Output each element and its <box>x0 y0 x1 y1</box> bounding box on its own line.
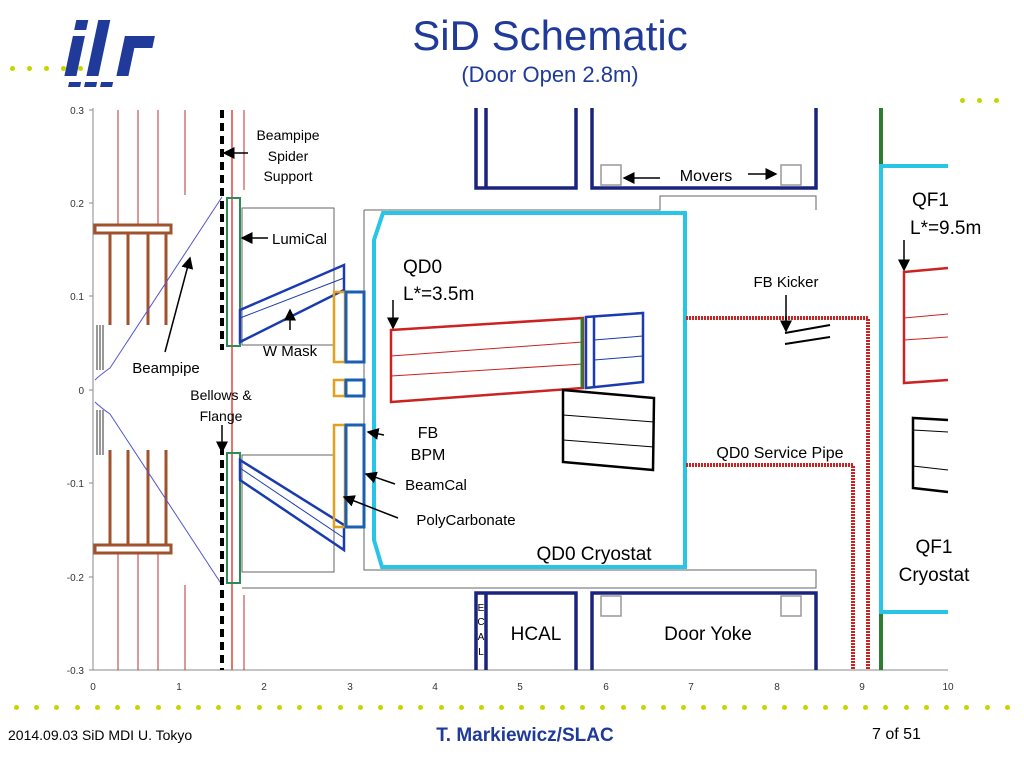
y-tick-marks <box>89 109 93 671</box>
beampipe-stubs <box>96 325 104 455</box>
decor-dots-left <box>10 66 83 72</box>
annotation-arrows <box>164 147 910 519</box>
y-tick-5: -0.2 <box>67 573 85 584</box>
y-tick-4: -0.1 <box>67 479 85 490</box>
label-ecal-e: E <box>478 603 485 614</box>
lumical <box>226 197 241 584</box>
beamcal <box>344 290 366 529</box>
red-thin-lines <box>117 110 245 670</box>
x-tick-3: 3 <box>347 682 353 693</box>
x-tick-0: 0 <box>90 682 96 693</box>
x-tick-10: 10 <box>942 682 954 693</box>
x-tick-4: 4 <box>432 682 438 693</box>
qd0-cryostat <box>372 211 687 569</box>
footer-date-event: 2014.09.03 SiD MDI U. Tokyo <box>8 727 193 743</box>
bottom-navy-structures <box>474 591 818 670</box>
fb-kicker-plates <box>784 324 831 345</box>
y-tick-1: 0.2 <box>70 199 84 210</box>
label-fb-bpm-2: BPM <box>411 447 446 464</box>
footer-page-number: 7 of 51 <box>872 726 921 743</box>
labels: Beampipe Spider Support Movers QF1 L*=9.… <box>132 127 981 658</box>
y-tick-0: 0.3 <box>70 106 84 117</box>
x-tick-8: 8 <box>774 682 780 693</box>
label-beampipe-spider-2: Spider <box>268 148 309 164</box>
x-tick-labels: 0 1 2 3 4 5 6 7 8 9 10 <box>90 682 954 693</box>
x-tick-5: 5 <box>517 682 523 693</box>
ilc-logo <box>64 20 155 87</box>
qd0-service-pipe <box>686 316 870 670</box>
footer-author: T. Markiewicz/SLAC <box>436 725 614 746</box>
label-lumical: LumiCal <box>272 231 327 248</box>
y-tick-2: 0.1 <box>70 292 84 303</box>
slide-title: SiD Schematic <box>412 12 688 59</box>
label-w-mask: W Mask <box>263 343 318 360</box>
label-beampipe-spider-3: Support <box>263 168 312 184</box>
brown-structure-top <box>93 223 173 325</box>
label-ecal-c: C <box>477 617 484 628</box>
label-qf1-cryostat-2: Cryostat <box>899 565 970 586</box>
polycarbonate <box>332 290 347 529</box>
label-qd0-2: L*=3.5m <box>403 284 474 305</box>
decor-dots-right <box>960 98 999 104</box>
label-beampipe: Beampipe <box>132 360 200 377</box>
brown-structure-bottom <box>93 450 173 555</box>
label-ecal-a: A <box>478 632 485 643</box>
footer-dots <box>0 705 1024 710</box>
label-beampipe-spider-1: Beampipe <box>256 127 319 143</box>
qf1-cryostat <box>879 164 948 614</box>
x-tick-6: 6 <box>603 682 609 693</box>
x-tick-9: 9 <box>859 682 865 693</box>
x-tick-2: 2 <box>261 682 267 693</box>
qf1-magnet <box>902 266 949 494</box>
slide-subtitle: (Door Open 2.8m) <box>461 62 639 87</box>
y-tick-labels: 0.3 0.2 0.1 0 -0.1 -0.2 -0.3 <box>67 106 85 677</box>
label-qd0-service-pipe: QD0 Service Pipe <box>716 445 843 462</box>
y-tick-6: -0.3 <box>67 666 85 677</box>
label-ecal-l: L <box>478 647 484 658</box>
label-hcal: HCAL <box>511 624 562 645</box>
w-mask <box>238 263 346 553</box>
y-tick-3: 0 <box>78 386 84 397</box>
qd0-magnet <box>389 311 645 404</box>
black-box <box>561 388 656 472</box>
sid-schematic: 0.3 0.2 0.1 0 -0.1 -0.2 -0.3 0 1 2 3 4 5… <box>67 106 982 693</box>
label-fb-bpm-1: FB <box>418 425 438 442</box>
label-qf1-cryostat-1: QF1 <box>916 537 953 558</box>
label-door-yoke: Door Yoke <box>664 624 752 645</box>
x-tick-1: 1 <box>176 682 182 693</box>
label-bellows-2: Flange <box>200 408 243 424</box>
label-qd0-1: QD0 <box>403 257 442 278</box>
movers-boxes <box>600 164 802 186</box>
label-polycarbonate: PolyCarbonate <box>416 512 515 529</box>
beampipe-cone <box>94 196 223 586</box>
top-navy-structures <box>474 108 818 190</box>
label-beamcal: BeamCal <box>405 477 467 494</box>
label-qf1-2: L*=9.5m <box>910 218 981 239</box>
label-movers: Movers <box>680 168 732 185</box>
lower-boxes <box>600 595 802 617</box>
label-qd0-cryostat: QD0 Cryostat <box>536 544 652 565</box>
x-tick-7: 7 <box>688 682 694 693</box>
label-bellows-1: Bellows & <box>190 387 252 403</box>
label-qf1-1: QF1 <box>912 190 949 211</box>
label-fb-kicker: FB Kicker <box>753 274 818 291</box>
axes <box>92 108 948 671</box>
